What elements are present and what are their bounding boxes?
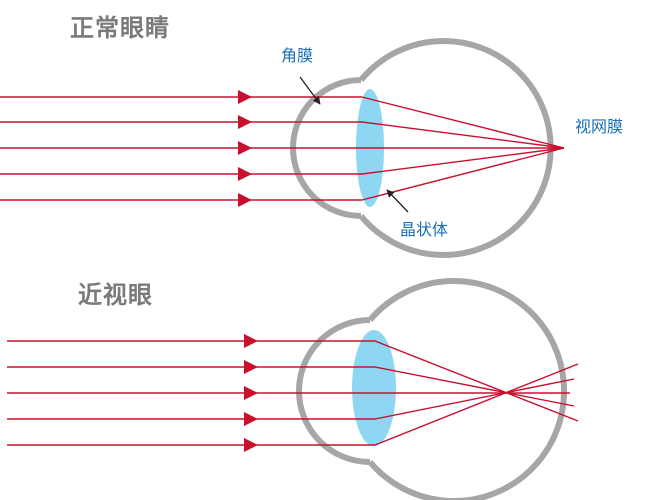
myopia-ray-arrow-2 <box>244 360 258 374</box>
myopia-refracted-2 <box>374 366 575 407</box>
normal-ray-arrow-3 <box>238 141 252 155</box>
normal-refracted-rays <box>361 96 565 201</box>
normal-refracted-1 <box>361 96 565 149</box>
normal-ray-arrow-5 <box>238 193 252 207</box>
normal-eye-title: 正常眼睛 <box>70 14 170 42</box>
myopia-ray-arrow-1 <box>244 334 258 348</box>
normal-refracted-4 <box>361 147 565 175</box>
myopia-ray-arrows <box>244 334 258 452</box>
lens-label: 晶状体 <box>400 220 449 239</box>
normal-ray-arrows <box>238 90 252 207</box>
myopia-refracted-5 <box>374 363 579 446</box>
myopia-incoming-rays <box>7 340 375 446</box>
myopia-refracted-4 <box>374 378 575 420</box>
lens-pointer <box>386 189 409 213</box>
myopia-eyeball-outline <box>367 278 568 500</box>
cornea-pointer <box>299 76 321 105</box>
myopia-ray-arrow-3 <box>244 386 258 400</box>
normal-ray-arrow-4 <box>238 167 252 181</box>
normal-ray-arrow-1 <box>238 90 252 104</box>
myopia-refracted-rays <box>374 340 579 446</box>
normal-incoming-rays <box>0 96 362 201</box>
normal-refracted-5 <box>361 147 565 201</box>
myopia-ray-arrow-5 <box>244 438 258 452</box>
normal-refracted-2 <box>361 121 565 149</box>
myopia-eye-group <box>7 278 579 500</box>
myopia-ray-arrow-4 <box>244 412 258 426</box>
myopia-cornea-bulge <box>296 317 371 465</box>
retina-label: 视网膜 <box>575 117 624 136</box>
normal-ray-arrow-2 <box>238 115 252 129</box>
cornea-label: 角膜 <box>281 46 314 65</box>
myopia-refracted-1 <box>374 340 579 422</box>
myopia-eye-title: 近视眼 <box>78 281 153 309</box>
normal-eye-group <box>0 38 565 258</box>
